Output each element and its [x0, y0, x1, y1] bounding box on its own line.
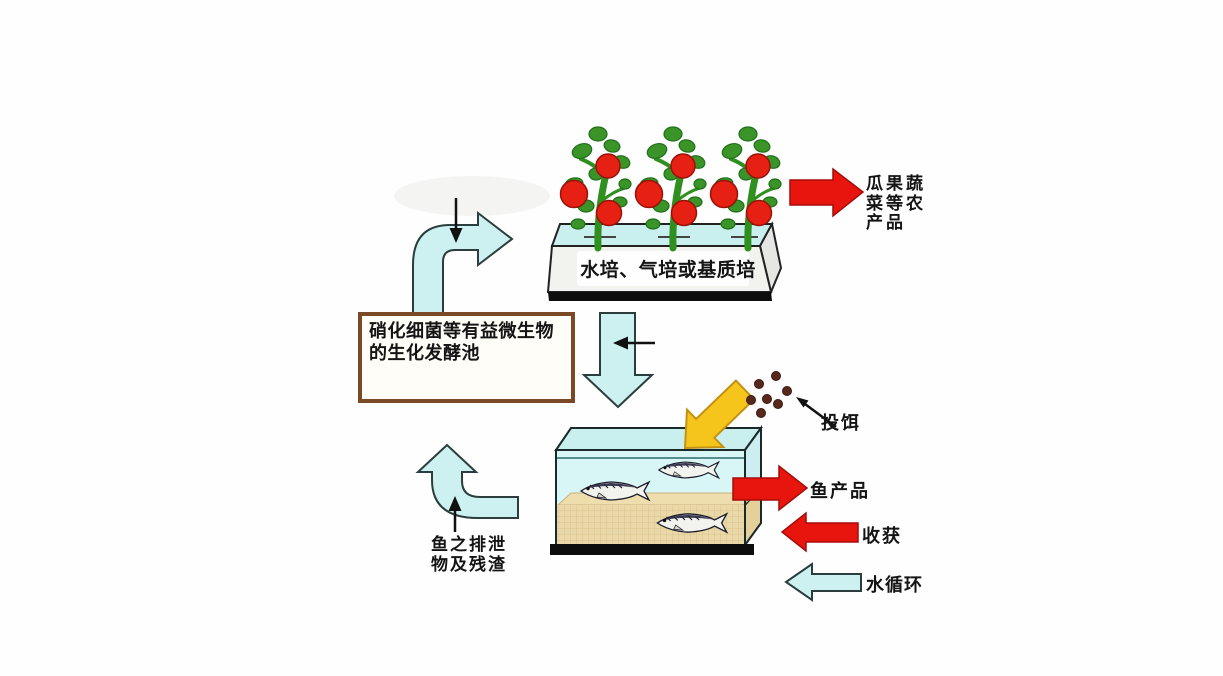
produce-label-line2: 菜等农 [866, 193, 926, 214]
fish-product-arrow [732, 464, 809, 512]
tray-base [548, 292, 772, 301]
produce-label-line1: 瓜果蔬 [866, 174, 926, 194]
harvest-arrow [780, 511, 859, 553]
tank-inflow-pointer [613, 336, 655, 350]
fish-waste-label-line2: 物及残渣 [431, 555, 507, 575]
grow-bed-tray [546, 221, 783, 301]
flow-to-growbed-arrow [412, 210, 514, 319]
water-cycle-label: 水循环 [866, 575, 923, 596]
produce-label-line3: 产品 [866, 213, 906, 233]
feed-pointer-arrow [796, 397, 837, 429]
biofilter-label-line2: 的生化发酵池 [369, 342, 480, 364]
produce-label: 瓜果蔬 菜等农 产品 [866, 174, 926, 234]
growbed-inflow-pointer [449, 198, 463, 243]
tank-base [550, 544, 754, 555]
fish-product-label: 鱼产品 [810, 481, 870, 502]
biofilter-label-line1: 硝化细菌等有益微生物 [369, 321, 554, 342]
feeding-label: 投饵 [821, 413, 861, 434]
fish-waste-label: 鱼之排泄 物及残渣 [431, 535, 507, 575]
water-cycle-arrow [784, 562, 862, 602]
feed-arrow [683, 379, 756, 450]
waste-return-arrow [415, 443, 519, 519]
biofilter-box: 硝化细菌等有益微生物 的生化发酵池 [358, 312, 575, 403]
fish-waste-label-line1: 鱼之排泄 [431, 535, 507, 555]
waste-pointer-arrow [448, 496, 462, 532]
produce-arrow [789, 167, 865, 218]
harvest-label: 收获 [862, 526, 902, 547]
nutrient-down-arrow [581, 312, 655, 409]
fish-tank [550, 424, 763, 555]
feed-pellets [746, 371, 792, 418]
background-smudge [394, 176, 550, 216]
grow-bed-label: 水培、气培或基质培 [580, 259, 756, 281]
